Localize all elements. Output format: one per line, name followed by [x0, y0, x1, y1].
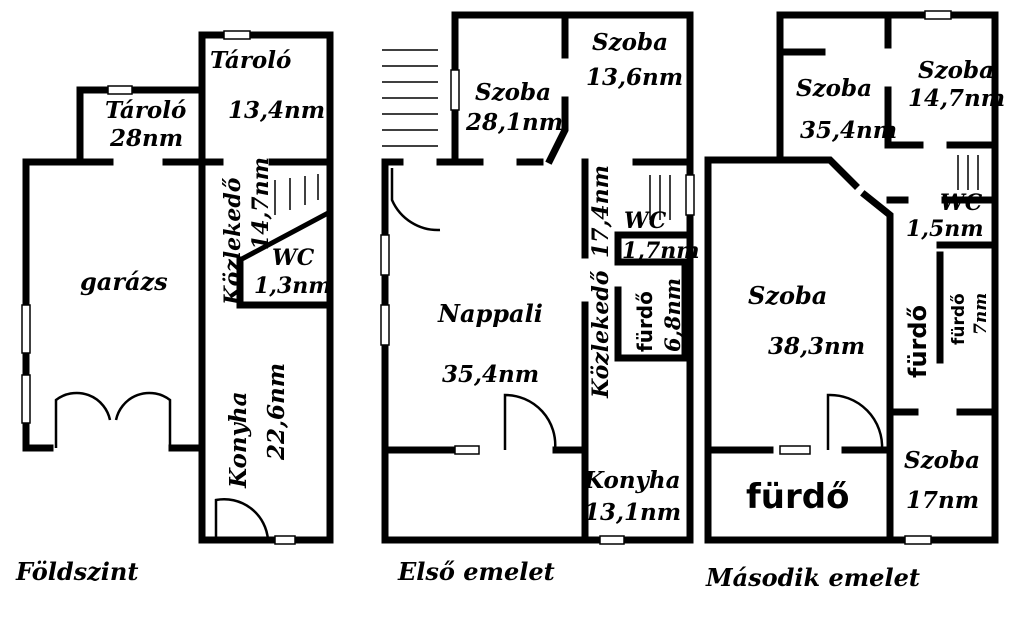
- storage2-area: 13,4nm: [228, 97, 325, 124]
- garage-label: garázs: [80, 267, 168, 296]
- first-wc-name: WC: [624, 208, 667, 234]
- first-wc-area: 1,7nm: [622, 238, 700, 264]
- ground-hall-area: 14,7nm: [248, 157, 274, 250]
- first-bath-name: fürdő: [633, 291, 657, 352]
- second-room3-area: 38,3nm: [768, 333, 865, 360]
- first-hall-area: 17,4nm: [588, 165, 614, 258]
- second-room1-name: Szoba: [796, 75, 872, 102]
- first-kitchen-name: Konyha: [583, 467, 681, 494]
- first-room1-area: 28,1nm: [465, 109, 563, 136]
- second-room4-area: 17nm: [906, 487, 979, 514]
- second-bath2-area: 7nm: [971, 293, 991, 335]
- ground-hall-name: Közlekedő: [220, 177, 246, 306]
- ground-wc-name: WC: [272, 245, 315, 271]
- first-floor-plan: [380, 11, 695, 545]
- first-room1-name: Szoba: [475, 79, 551, 106]
- second-floor-plan: [704, 10, 999, 545]
- second-wc-area: 1,5nm: [906, 216, 984, 242]
- second-wc-name: WC: [940, 190, 983, 216]
- ground-kitchen-name: Konyha: [225, 391, 252, 489]
- second-floor-title: Második emelet: [705, 563, 920, 592]
- first-bath-area: 6,8nm: [660, 278, 685, 352]
- second-room2-area: 14,7nm: [908, 85, 1005, 112]
- first-living-area: 35,4nm: [442, 361, 539, 388]
- ground-floor-title: Földszint: [15, 557, 138, 586]
- second-room1-area: 35,4nm: [800, 117, 897, 144]
- storage1-name: Tároló: [105, 97, 186, 124]
- storage2-name: Tároló: [210, 47, 291, 74]
- ground-floor-plan: [21, 30, 334, 545]
- ground-kitchen-area: 22,6nm: [263, 363, 290, 461]
- first-hall-name: Közlekedő: [588, 270, 614, 399]
- storage1-area: 28nm: [109, 125, 183, 152]
- second-bath1-name: fürdő: [904, 305, 932, 378]
- first-room2-area: 13,6nm: [586, 64, 683, 91]
- ground-wc-area: 1,3nm: [254, 273, 332, 299]
- first-living-name: Nappali: [437, 299, 543, 328]
- second-room4-name: Szoba: [904, 447, 980, 474]
- second-room3-name: Szoba: [748, 281, 827, 310]
- first-floor-title: Első emelet: [397, 557, 555, 586]
- second-bath2-name: fürdő: [949, 293, 969, 345]
- second-bath3-name: fürdő: [746, 477, 849, 517]
- first-room2-name: Szoba: [592, 29, 668, 56]
- first-kitchen-area: 13,1nm: [584, 499, 681, 526]
- second-room2-name: Szoba: [918, 57, 994, 84]
